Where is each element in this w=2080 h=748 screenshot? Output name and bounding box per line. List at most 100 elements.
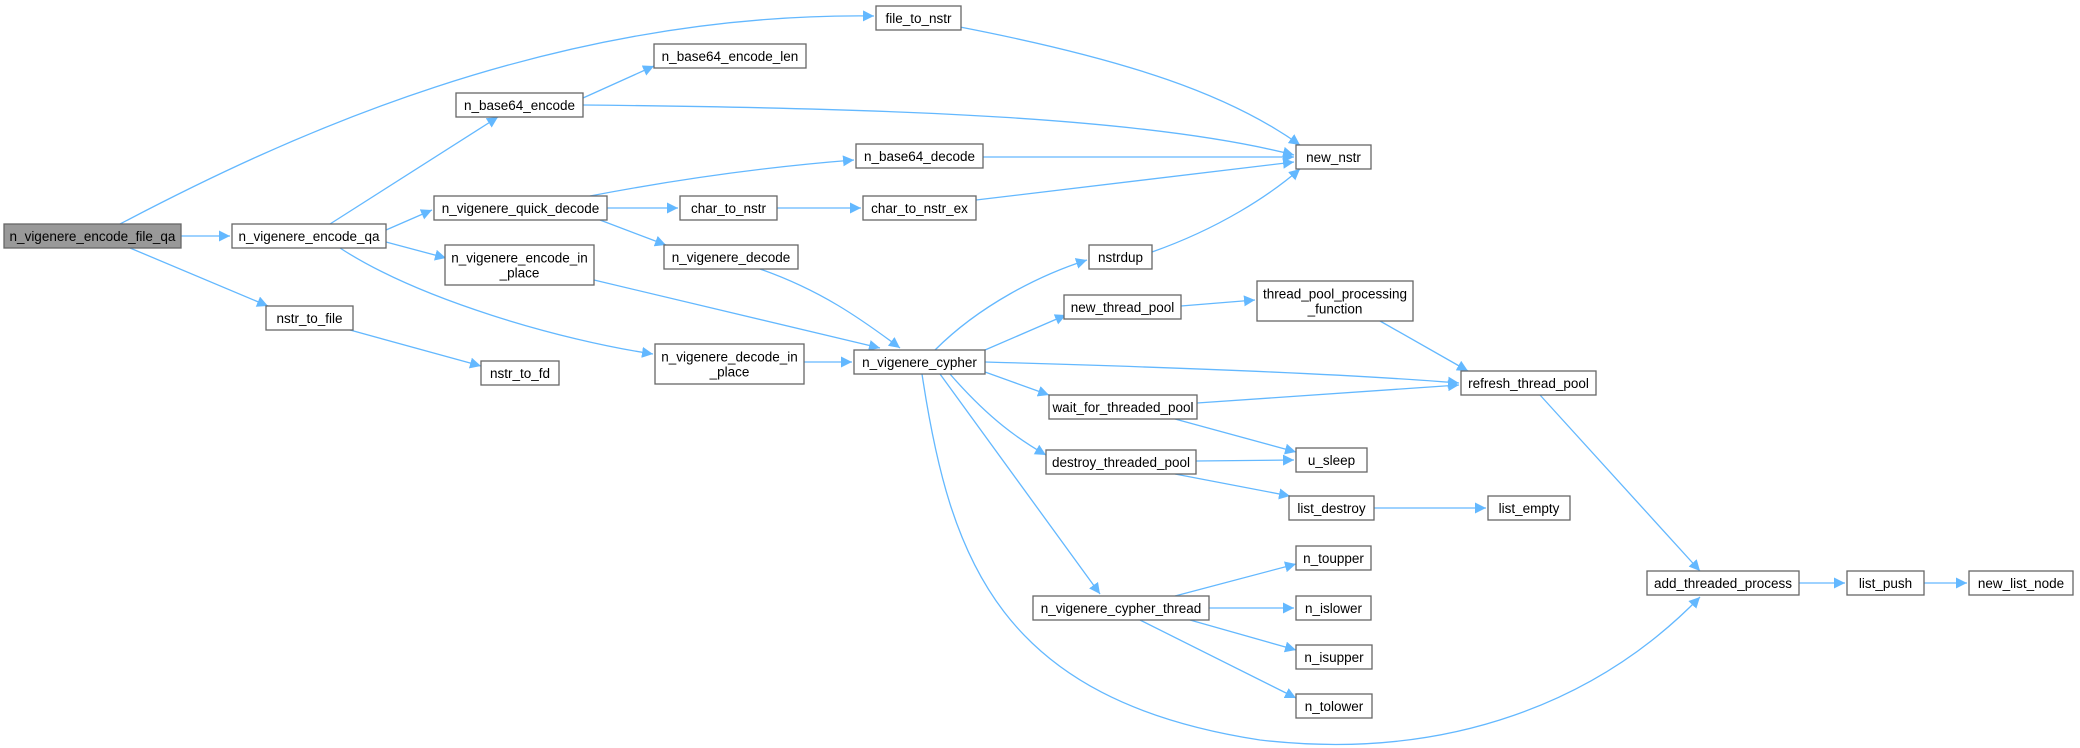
node-new_list_node[interactable]: new_list_node — [1968, 570, 2074, 596]
edge-n_vigenere_cypher_thread-to-n_tolower — [1139, 619, 1297, 699]
node-n_vigenere_encode_in_place[interactable]: n_vigenere_encode_in_place — [444, 244, 595, 286]
node-label: n_vigenere_cypher_thread — [1041, 601, 1202, 616]
node-box — [875, 5, 962, 31]
node-label: n_base64_encode — [464, 98, 575, 113]
node-box — [1288, 495, 1375, 521]
node-label: n_vigenere_cypher — [862, 355, 977, 370]
node-label: n_isupper — [1304, 650, 1364, 665]
node-n_vigenere_quick_decode[interactable]: n_vigenere_quick_decode — [433, 195, 608, 221]
edge-n_vigenere_decode-to-n_vigenere_cypher — [759, 268, 901, 349]
node-label: new_thread_pool — [1071, 300, 1175, 315]
node-label: wait_for_threaded_pool — [1051, 400, 1193, 415]
node-destroy_threaded_pool[interactable]: destroy_threaded_pool — [1045, 449, 1197, 475]
node-u_sleep[interactable]: u_sleep — [1295, 447, 1368, 473]
node-label: char_to_nstr — [691, 201, 767, 216]
node-thread_pool_processing_function[interactable]: thread_pool_processing_function — [1256, 280, 1414, 322]
edge-n_vigenere_quick_decode-to-n_vigenere_decode — [599, 219, 667, 247]
node-label: n_vigenere_decode — [672, 250, 791, 265]
node-n_vigenere_encode_file_qa[interactable]: n_vigenere_encode_file_qa — [3, 223, 182, 249]
edge-n_vigenere_encode_qa-to-n_vigenere_quick_decode — [385, 209, 433, 231]
node-box — [853, 349, 986, 375]
edges-layer — [119, 10, 1967, 746]
node-label: nstrdup — [1098, 250, 1143, 265]
node-file_to_nstr[interactable]: file_to_nstr — [875, 5, 962, 31]
edge-n_vigenere_encode_file_qa-to-file_to_nstr — [119, 10, 875, 225]
node-list_empty[interactable]: list_empty — [1487, 495, 1571, 521]
node-label: char_to_nstr_ex — [871, 201, 968, 216]
edge-n_base64_encode-to-n_base64_encode_len — [582, 65, 655, 99]
node-char_to_nstr[interactable]: char_to_nstr — [679, 195, 778, 221]
node-label: u_sleep — [1308, 453, 1355, 468]
node-add_threaded_process[interactable]: add_threaded_process — [1646, 570, 1800, 596]
node-n_vigenere_cypher_thread[interactable]: n_vigenere_cypher_thread — [1032, 595, 1210, 621]
edge-n_base64_encode-to-new_nstr — [582, 104, 1295, 158]
node-label: new_list_node — [1978, 576, 2064, 591]
node-box — [679, 195, 778, 221]
edge-n_vigenere_cypher-to-n_vigenere_cypher_thread — [939, 373, 1101, 595]
node-n_vigenere_encode_qa[interactable]: n_vigenere_encode_qa — [231, 223, 387, 249]
node-label: n_vigenere_decode_in — [661, 350, 798, 365]
node-new_nstr[interactable]: new_nstr — [1295, 144, 1372, 170]
edge-n_vigenere_cypher-to-new_thread_pool — [984, 314, 1067, 351]
edge-n_vigenere_encode_in_place-to-n_vigenere_cypher — [593, 279, 881, 351]
node-box — [1460, 370, 1597, 396]
node-nstrdup[interactable]: nstrdup — [1088, 244, 1153, 270]
node-n_islower[interactable]: n_islower — [1295, 595, 1372, 621]
node-label: n_base64_encode_len — [662, 49, 799, 64]
node-list_destroy[interactable]: list_destroy — [1288, 495, 1375, 521]
node-n_base64_encode_len[interactable]: n_base64_encode_len — [653, 43, 807, 69]
node-box — [1048, 394, 1198, 420]
node-new_thread_pool[interactable]: new_thread_pool — [1063, 294, 1182, 320]
edge-nstrdup-to-new_nstr — [1151, 168, 1301, 253]
edge-file_to_nstr-to-new_nstr — [959, 26, 1301, 146]
edge-n_vigenere_quick_decode-to-n_base64_decode — [589, 155, 855, 197]
node-label: file_to_nstr — [885, 11, 952, 26]
node-list_push[interactable]: list_push — [1846, 570, 1925, 596]
node-label: nstr_to_file — [276, 311, 342, 326]
node-label: thread_pool_processing — [1263, 287, 1407, 302]
node-n_toupper[interactable]: n_toupper — [1295, 545, 1372, 571]
node-box — [1295, 447, 1368, 473]
node-box — [1487, 495, 1571, 521]
node-box — [1295, 595, 1372, 621]
node-box — [1295, 545, 1372, 571]
node-label: destroy_threaded_pool — [1052, 455, 1190, 470]
node-wait_for_threaded_pool[interactable]: wait_for_threaded_pool — [1048, 394, 1198, 420]
node-n_isupper[interactable]: n_isupper — [1295, 644, 1373, 670]
node-n_vigenere_cypher[interactable]: n_vigenere_cypher — [853, 349, 986, 375]
edge-n_vigenere_cypher-to-refresh_thread_pool — [984, 361, 1460, 388]
nodes-layer: n_vigenere_encode_file_qa n_vigenere_enco… — [3, 5, 2074, 719]
node-n_vigenere_decode[interactable]: n_vigenere_decode — [663, 244, 799, 270]
node-label: list_push — [1859, 576, 1912, 591]
node-box — [1032, 595, 1210, 621]
node-n_vigenere_decode_in_place[interactable]: n_vigenere_decode_in_place — [654, 343, 805, 385]
edge-n_vigenere_cypher_thread-to-n_toupper — [1174, 561, 1297, 597]
node-box — [1063, 294, 1182, 320]
node-box — [1295, 644, 1373, 670]
edge-wait_for_threaded_pool-to-u_sleep — [1174, 418, 1297, 455]
node-box — [444, 244, 595, 286]
node-box — [654, 343, 805, 385]
node-label: n_base64_decode — [864, 149, 975, 164]
node-box — [663, 244, 799, 270]
edge-n_vigenere_cypher-to-destroy_threaded_pool — [949, 373, 1047, 456]
node-nstr_to_fd[interactable]: nstr_to_fd — [480, 360, 560, 386]
node-refresh_thread_pool[interactable]: refresh_thread_pool — [1460, 370, 1597, 396]
node-n_base64_encode[interactable]: n_base64_encode — [455, 92, 584, 118]
edge-wait_for_threaded_pool-to-refresh_thread_pool — [1196, 380, 1460, 404]
edge-n_vigenere_encode_file_qa-to-nstr_to_file — [129, 247, 269, 307]
node-label: n_vigenere_encode_file_qa — [10, 229, 176, 244]
edge-n_vigenere_encode_qa-to-n_vigenere_encode_in_place — [385, 241, 447, 261]
node-nstr_to_file[interactable]: nstr_to_file — [265, 305, 354, 331]
node-n_base64_decode[interactable]: n_base64_decode — [855, 143, 984, 169]
node-label: refresh_thread_pool — [1468, 376, 1589, 391]
edge-n_vigenere_cypher_thread-to-n_isupper — [1189, 619, 1297, 653]
node-label: _function — [1307, 302, 1363, 317]
edge-n_vigenere_encode_qa-to-n_base64_encode — [329, 116, 499, 225]
node-n_tolower[interactable]: n_tolower — [1295, 693, 1373, 719]
node-label: list_empty — [1499, 501, 1560, 516]
node-char_to_nstr_ex[interactable]: char_to_nstr_ex — [862, 195, 977, 221]
edge-thread_pool_processing_function-to-refresh_thread_pool — [1379, 320, 1469, 372]
node-label: n_islower — [1305, 601, 1363, 616]
node-label: add_threaded_process — [1654, 576, 1792, 591]
